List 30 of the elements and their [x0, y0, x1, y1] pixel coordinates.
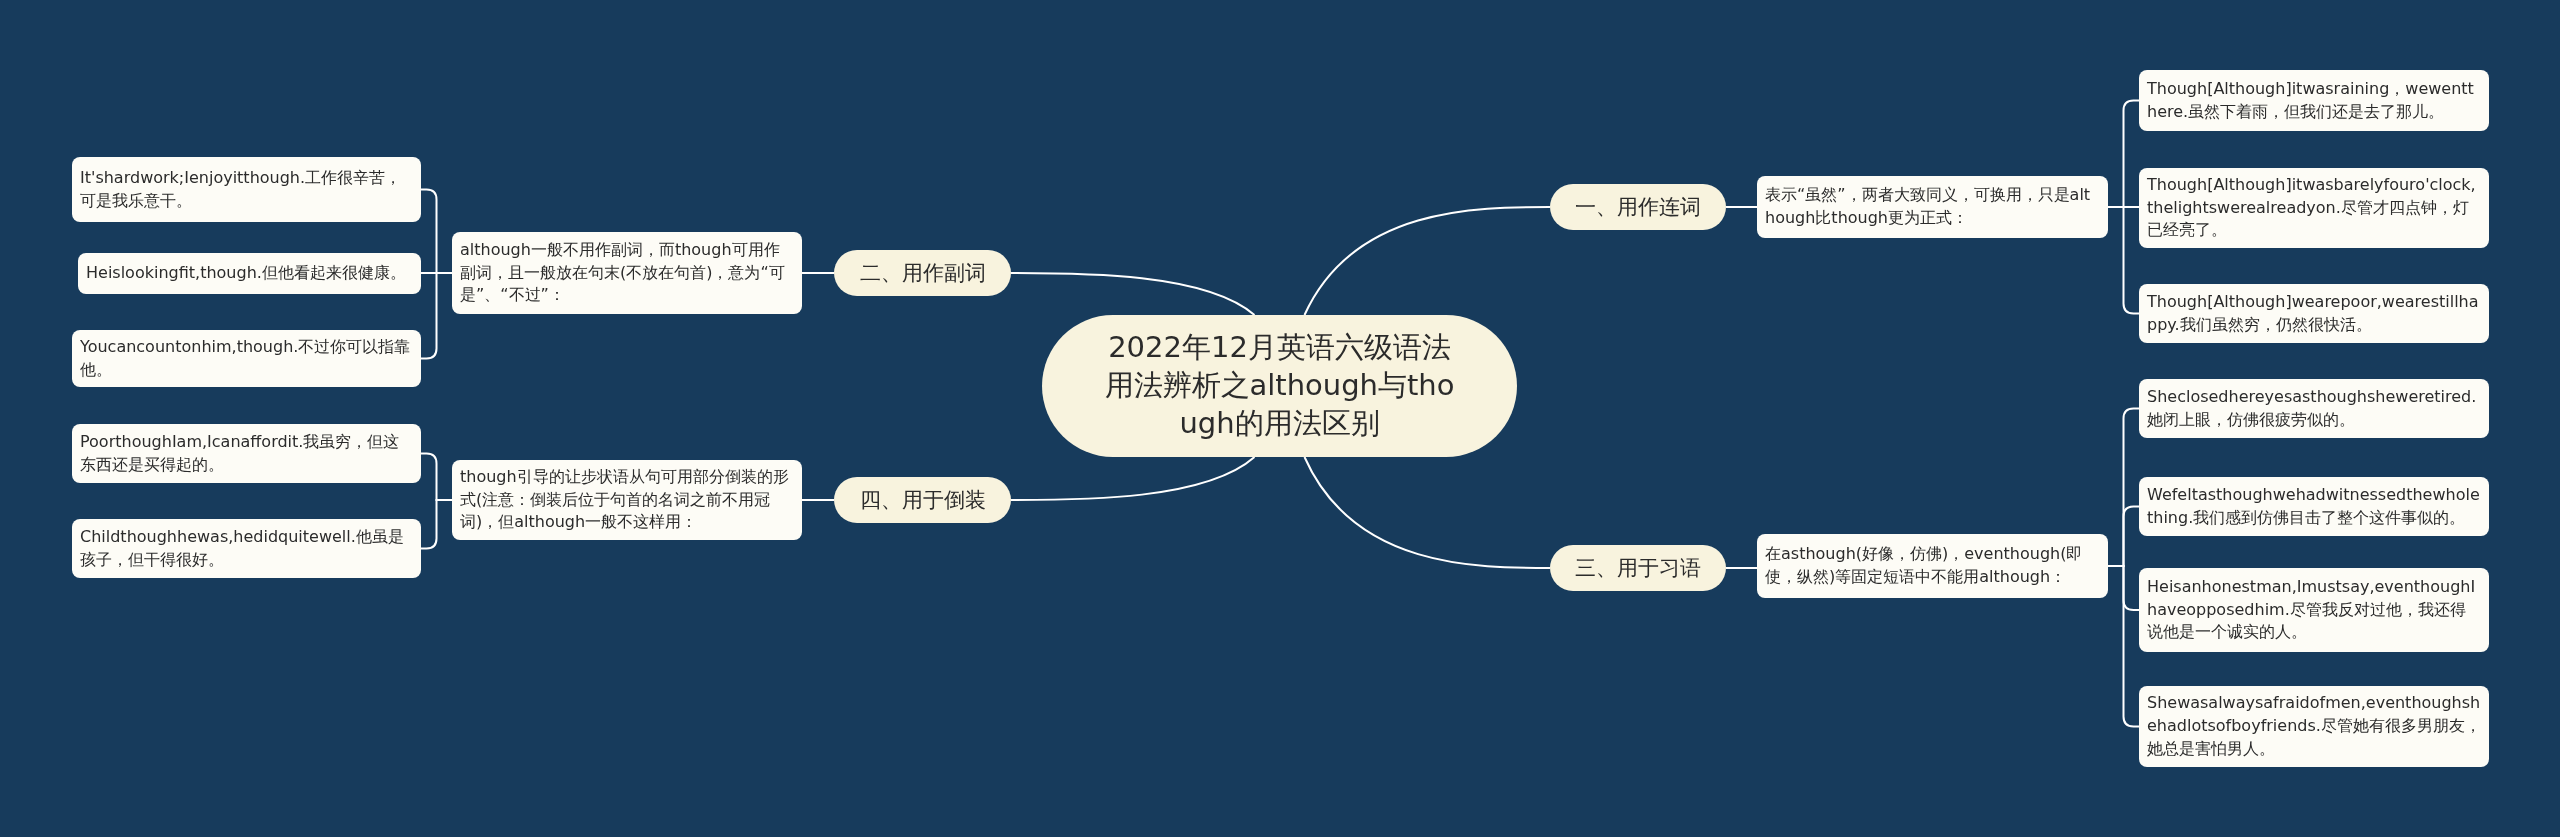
- example-box: Though[Although]wearepoor,wearestillhappy.我们虽然穷，仍然很快活。: [2139, 284, 2489, 343]
- central-topic-box: 2022年12月英语六级语法用法辨析之although与though的用法区别: [1042, 315, 1517, 457]
- example-box: Though[Although]itwasraining，wewentthere.虽然下着雨，但我们还是去了那儿。: [2139, 70, 2489, 131]
- example-box: Wefeltasthoughwehadwitnessedthewholething.我们感到仿佛目击了整个这件事似的。: [2139, 477, 2489, 536]
- topic-box: 一、用作连词: [1550, 184, 1726, 230]
- topic-box: 三、用于习语: [1550, 545, 1726, 591]
- connector-line: [420, 499, 453, 550]
- example-box: Heislookingfit,though.但他看起来很健康。: [78, 253, 421, 294]
- example-box: Youcancountonhim,though.不过你可以指靠他。: [72, 330, 421, 387]
- connector-line: [801, 272, 835, 274]
- connector-line: [801, 499, 835, 501]
- example-box: PoorthoughIam,Icanaffordit.我虽穷，但这东西还是买得起的。: [72, 424, 421, 483]
- topic-box: 二、用作副词: [834, 250, 1011, 296]
- example-box: Shewasalwaysafraidofmen,eventhoughshehadlotsofboyfriends.尽管她有很多男朋友，她总是害怕男人。: [2139, 686, 2489, 767]
- description-box: 表示“虽然”，两者大致同义，可换用，只是although比though更为正式：: [1757, 176, 2108, 238]
- example-box: It'shardwork;Ienjoyitthough.工作很辛苦，可是我乐意干。: [72, 157, 421, 222]
- description-box: though引导的让步状语从句可用部分倒装的形式(注意：倒装后位于句首的名词之前不用冠词)，但although一般不这样用：: [452, 460, 802, 540]
- example-box: Sheclosedhereyesasthoughsheweretired.她闭上眼，仿佛很疲劳似的。: [2139, 379, 2489, 438]
- topic-box: 四、用于倒装: [834, 477, 1011, 523]
- connector-line: [1303, 206, 1551, 316]
- example-box: Though[Although]itwasbarelyfouro'clock,thelightswerealreadyon.尽管才四点钟，灯已经亮了。: [2139, 168, 2489, 248]
- connector-line: [1303, 456, 1551, 569]
- example-box: Childthoughhewas,hedidquitewell.他虽是孩子，但干得很好。: [72, 519, 421, 578]
- connector-line: [1725, 206, 1758, 208]
- connector-line: [1010, 272, 1256, 316]
- description-box: 在asthough(好像，仿佛)，eventhough(即使，纵然)等固定短语中不能用although：: [1757, 534, 2108, 598]
- connector-line: [1010, 456, 1256, 501]
- example-box: Heisanhonestman,Imustsay,eventhoughIhaveopposedhim.尽管我反对过他，我还得说他是一个诚实的人。: [2139, 568, 2489, 652]
- connector-line: [1725, 567, 1758, 569]
- description-box: although一般不用作副词，而though可用作副词，且一般放在句末(不放在句首)，意为“可是”、“不过”：: [452, 232, 802, 314]
